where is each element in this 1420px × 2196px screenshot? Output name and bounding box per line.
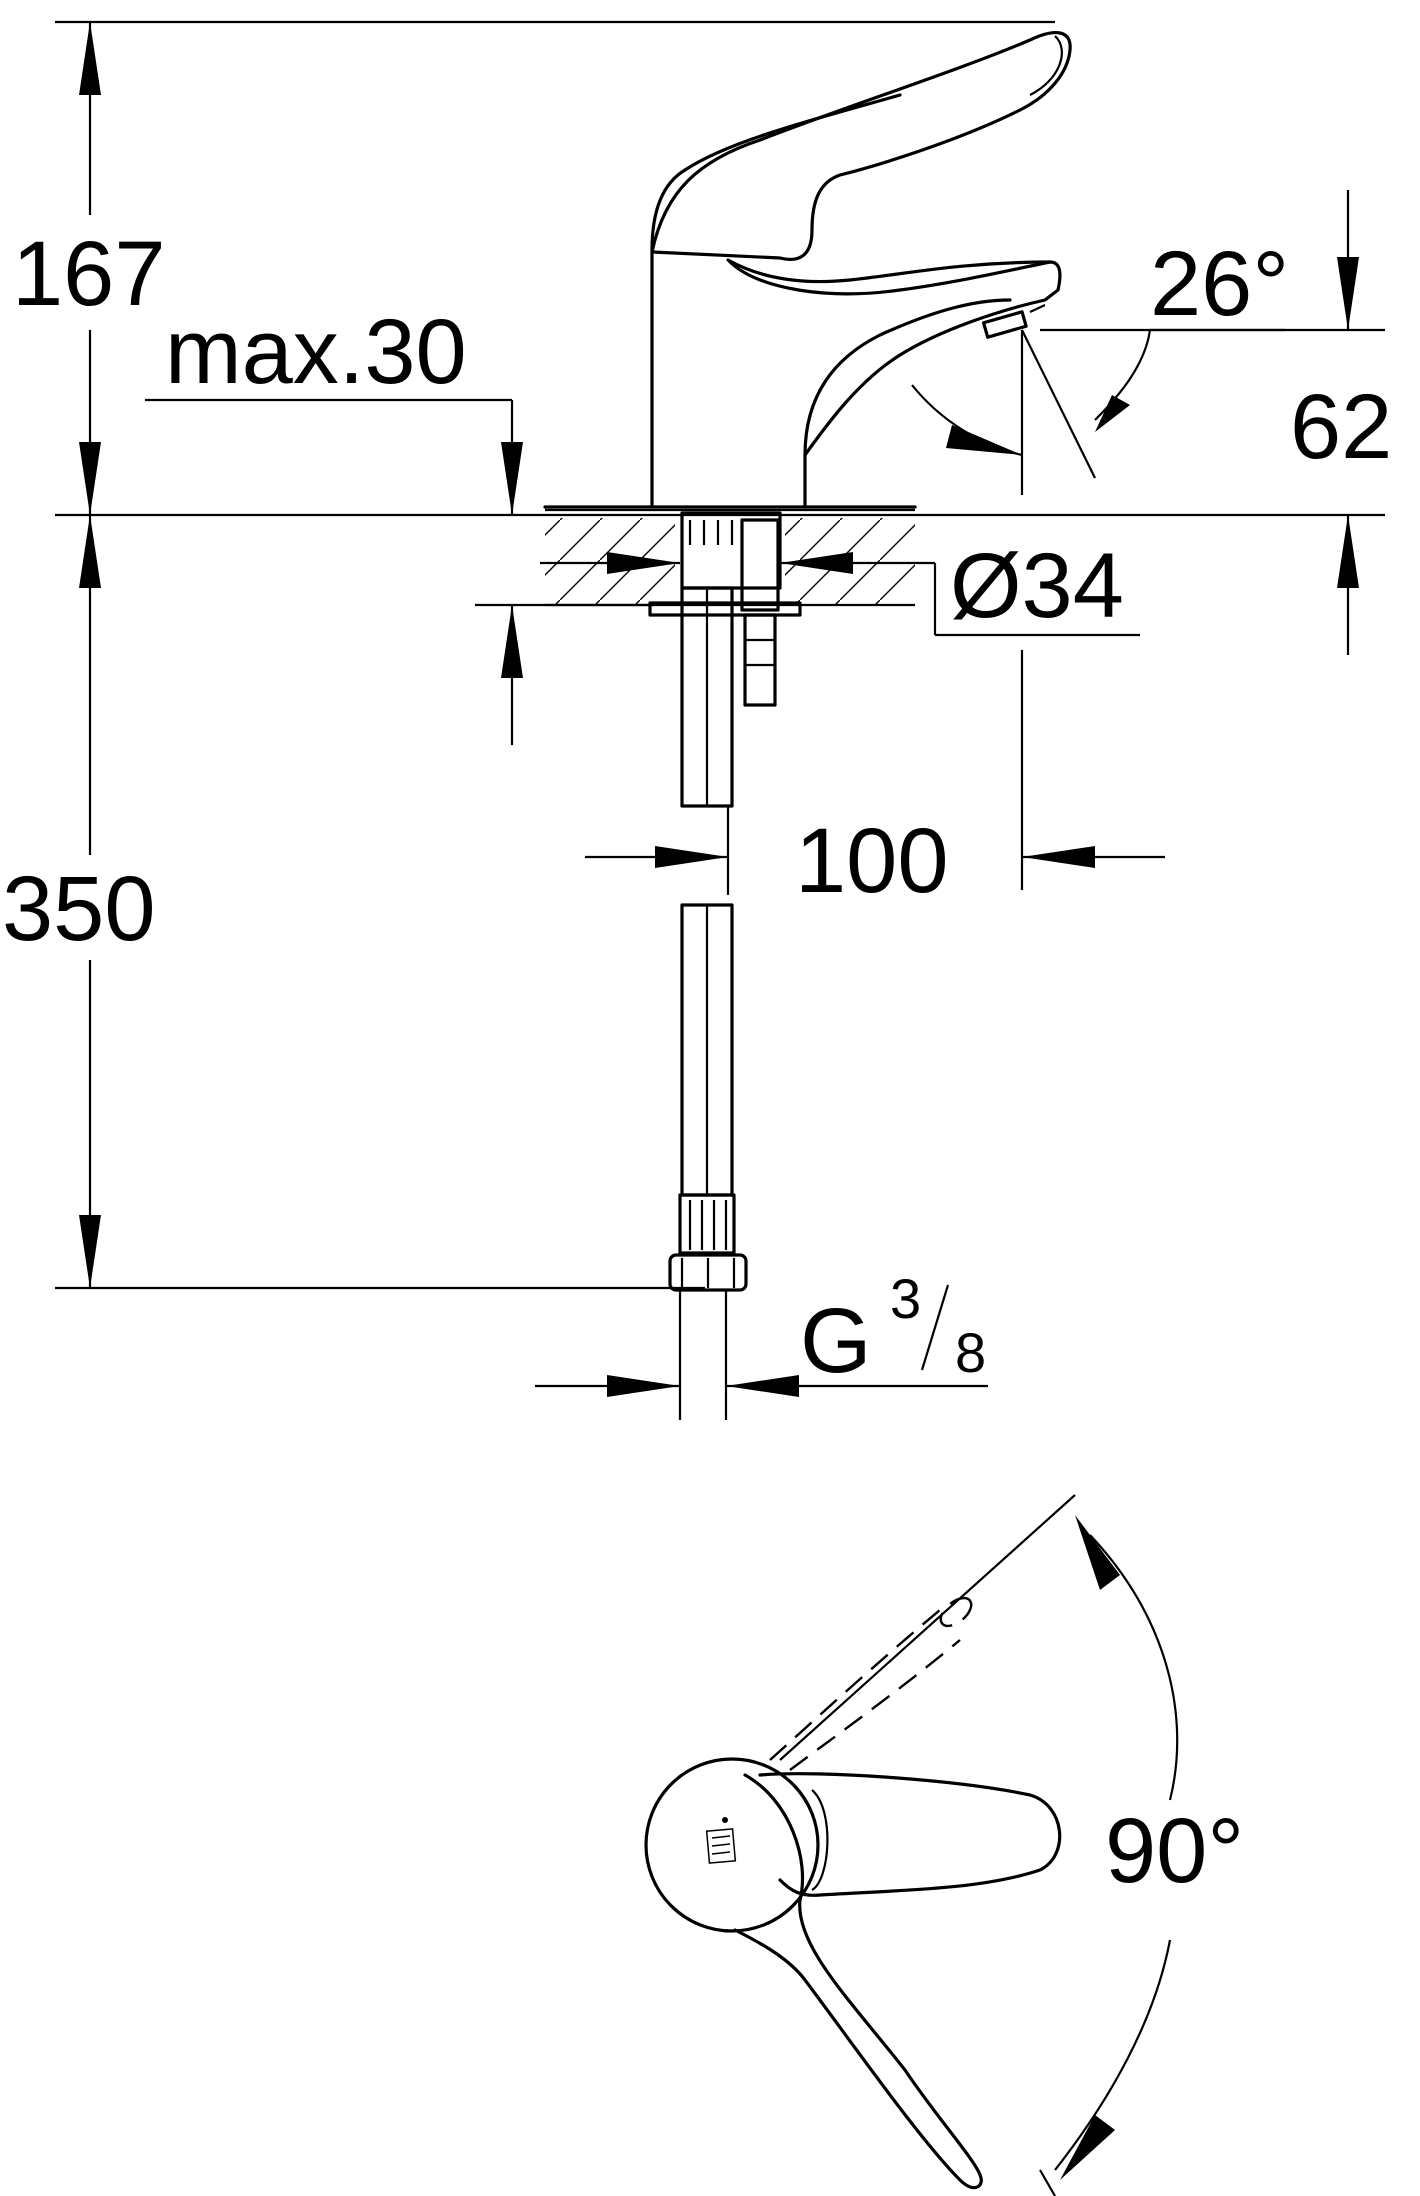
thread-label: G — [800, 1290, 872, 1392]
hole-diameter-dimension: Ø34 — [540, 535, 1140, 637]
hose-length-dimension: 350 — [2, 515, 156, 1288]
projection-dimension: 100 — [585, 650, 1165, 912]
spout-height-dimension: 62 — [1040, 190, 1392, 655]
side-view: 167 350 max.30 — [2, 20, 1392, 1420]
swivel-angle-label: 90° — [1105, 1800, 1244, 1902]
spout-angle-dimension: 26° — [911, 233, 1289, 495]
lever-dashed-position — [789, 1639, 961, 1771]
height-label: 167 — [12, 223, 166, 325]
deck-thickness-dimension: max.30 — [145, 301, 655, 745]
projection-label: 100 — [795, 810, 949, 912]
thread-numerator: 3 — [890, 1267, 921, 1330]
body-disc — [644, 1757, 820, 1933]
top-view: 90° — [644, 1494, 1244, 2196]
thread-dimension: G 3 8 — [535, 1267, 988, 1397]
brand-logo-icon — [705, 1817, 737, 1864]
swivel-angle-dimension: 90° — [779, 1494, 1244, 2196]
lever-top-view — [758, 1772, 1062, 1897]
hole-diameter-label: Ø34 — [950, 535, 1124, 637]
hose-length-label: 350 — [2, 858, 156, 960]
height-dimension: 167 — [12, 22, 166, 515]
deck-section — [545, 508, 915, 607]
spout-angle-label: 26° — [1150, 233, 1289, 335]
hose-upper — [680, 586, 734, 808]
deck-thickness-label: max.30 — [165, 301, 467, 403]
faucet-body — [543, 31, 1072, 509]
spout-height-label: 62 — [1290, 376, 1392, 478]
hose-lower — [668, 903, 748, 1420]
thread-denominator: 8 — [955, 1321, 986, 1384]
